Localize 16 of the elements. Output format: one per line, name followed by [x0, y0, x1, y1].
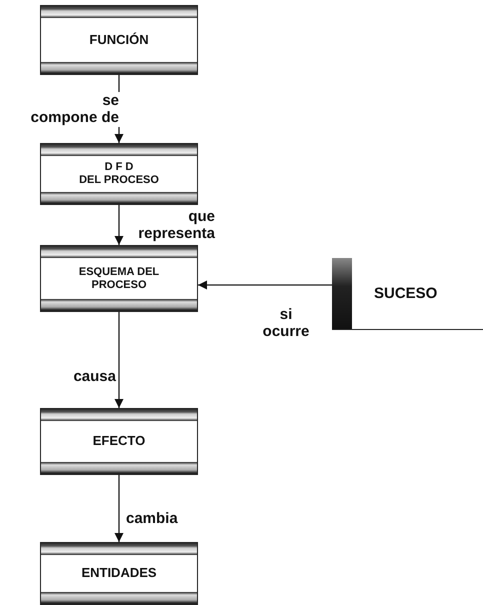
- arrow: [114, 205, 124, 245]
- arrow: [114, 475, 124, 542]
- node-label: ENTIDADES: [81, 566, 157, 581]
- arrow: [198, 280, 332, 290]
- node-label: FUNCIÓN: [89, 32, 149, 48]
- node-label: EFECTO: [92, 434, 146, 449]
- arrow: [114, 312, 124, 408]
- node-label: D F D DEL PROCESO: [79, 161, 159, 187]
- node-label: ESQUEMA DEL PROCESO: [78, 266, 160, 292]
- process-box: [40, 408, 198, 475]
- process-box: [40, 143, 198, 205]
- process-box: [40, 5, 198, 75]
- process-box: [40, 245, 198, 312]
- node-label: SUCESO: [374, 284, 438, 302]
- event-box: [332, 258, 483, 330]
- process-box: [40, 542, 198, 605]
